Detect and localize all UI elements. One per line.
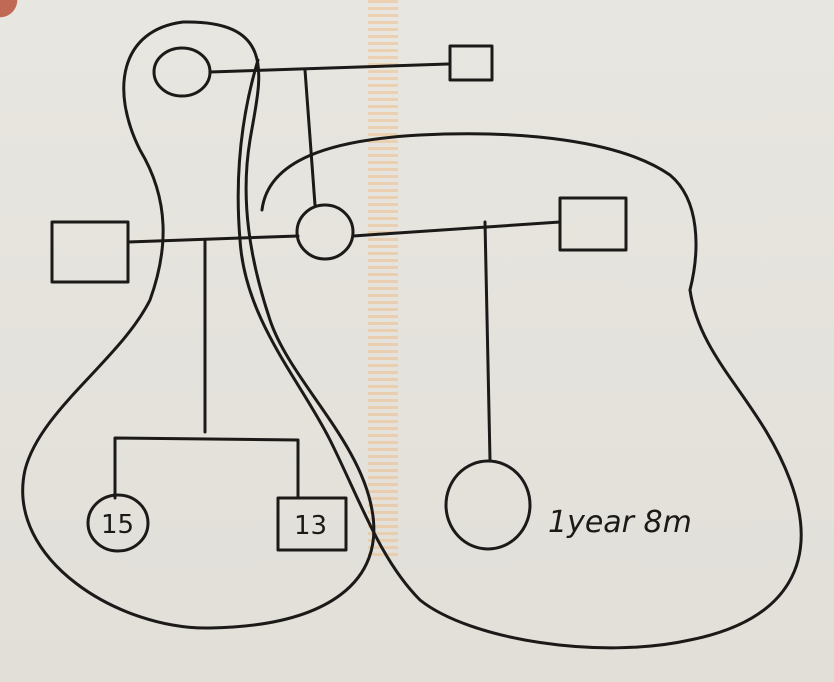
paper-perforation xyxy=(368,0,398,560)
grandparents-marriage-line xyxy=(208,62,450,74)
infant-age-note: 1year 8m xyxy=(548,505,692,540)
infant-circle-symbol xyxy=(444,459,532,551)
mother-circle-symbol xyxy=(295,203,355,261)
household-boundary-left xyxy=(21,20,376,630)
sibling-bar-line xyxy=(113,436,300,500)
household-boundary-right xyxy=(260,132,698,292)
household-boundary-inner xyxy=(236,58,803,650)
first-partner-square-symbol xyxy=(50,220,130,284)
son-square-symbol xyxy=(276,496,348,552)
son-age-label: 13 xyxy=(294,511,327,541)
grandmother-circle-symbol xyxy=(152,46,212,98)
grandfather-square-symbol xyxy=(448,44,494,82)
second-family-descent-line xyxy=(483,220,492,462)
second-partnership-line xyxy=(351,220,562,238)
second-partner-square-symbol xyxy=(558,196,628,252)
daughter-age-label: 15 xyxy=(101,510,134,540)
mother-descent-line xyxy=(303,68,317,207)
first-partnership-line xyxy=(126,234,300,244)
daughter-circle-symbol xyxy=(86,493,150,553)
paper-corner xyxy=(0,0,22,22)
